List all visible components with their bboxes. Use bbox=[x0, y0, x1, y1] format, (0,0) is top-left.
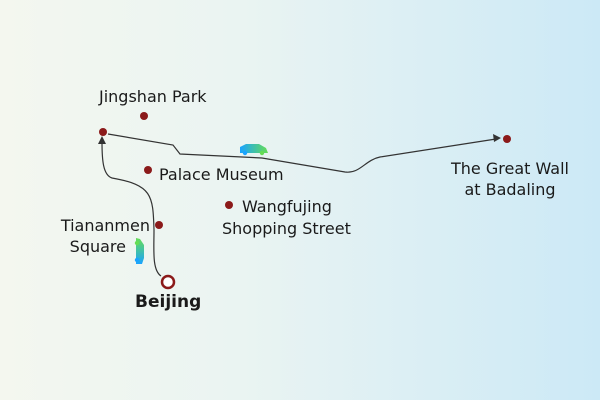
label-line: The Great Wall bbox=[451, 159, 569, 178]
label-line: Tiananmen bbox=[60, 216, 150, 235]
label-wangfujing-2: Shopping Street bbox=[222, 219, 351, 238]
car-icon bbox=[134, 238, 144, 264]
label-tiananmen: Tiananmen Square bbox=[40, 215, 150, 257]
label-line: Square bbox=[69, 237, 126, 256]
marker-dot-palace[interactable] bbox=[144, 166, 152, 174]
label-beijing: Beijing bbox=[135, 292, 202, 312]
marker-dot-junction[interactable] bbox=[99, 128, 107, 136]
label-line: at Badaling bbox=[464, 180, 556, 199]
label-wangfujing: Wangfujing bbox=[242, 196, 332, 217]
route-beijing-to-jingshan bbox=[101, 141, 162, 277]
marker-dot-greatwall[interactable] bbox=[503, 135, 511, 143]
marker-dot-wangfujing[interactable] bbox=[225, 201, 233, 209]
marker-dot-tiananmen[interactable] bbox=[155, 221, 163, 229]
label-greatwall: The Great Wall at Badaling bbox=[425, 158, 595, 200]
route-to-great-wall bbox=[107, 133, 497, 173]
car-icon bbox=[240, 144, 268, 156]
marker-dot-jingshan[interactable] bbox=[140, 112, 148, 120]
origin-circle-beijing[interactable] bbox=[160, 274, 176, 290]
arrow-head-icon bbox=[98, 136, 106, 144]
label-line: Wangfujing bbox=[242, 197, 332, 216]
label-jingshan: Jingshan Park bbox=[99, 87, 207, 106]
arrow-head-icon bbox=[493, 134, 501, 142]
label-palace: Palace Museum bbox=[159, 165, 284, 184]
